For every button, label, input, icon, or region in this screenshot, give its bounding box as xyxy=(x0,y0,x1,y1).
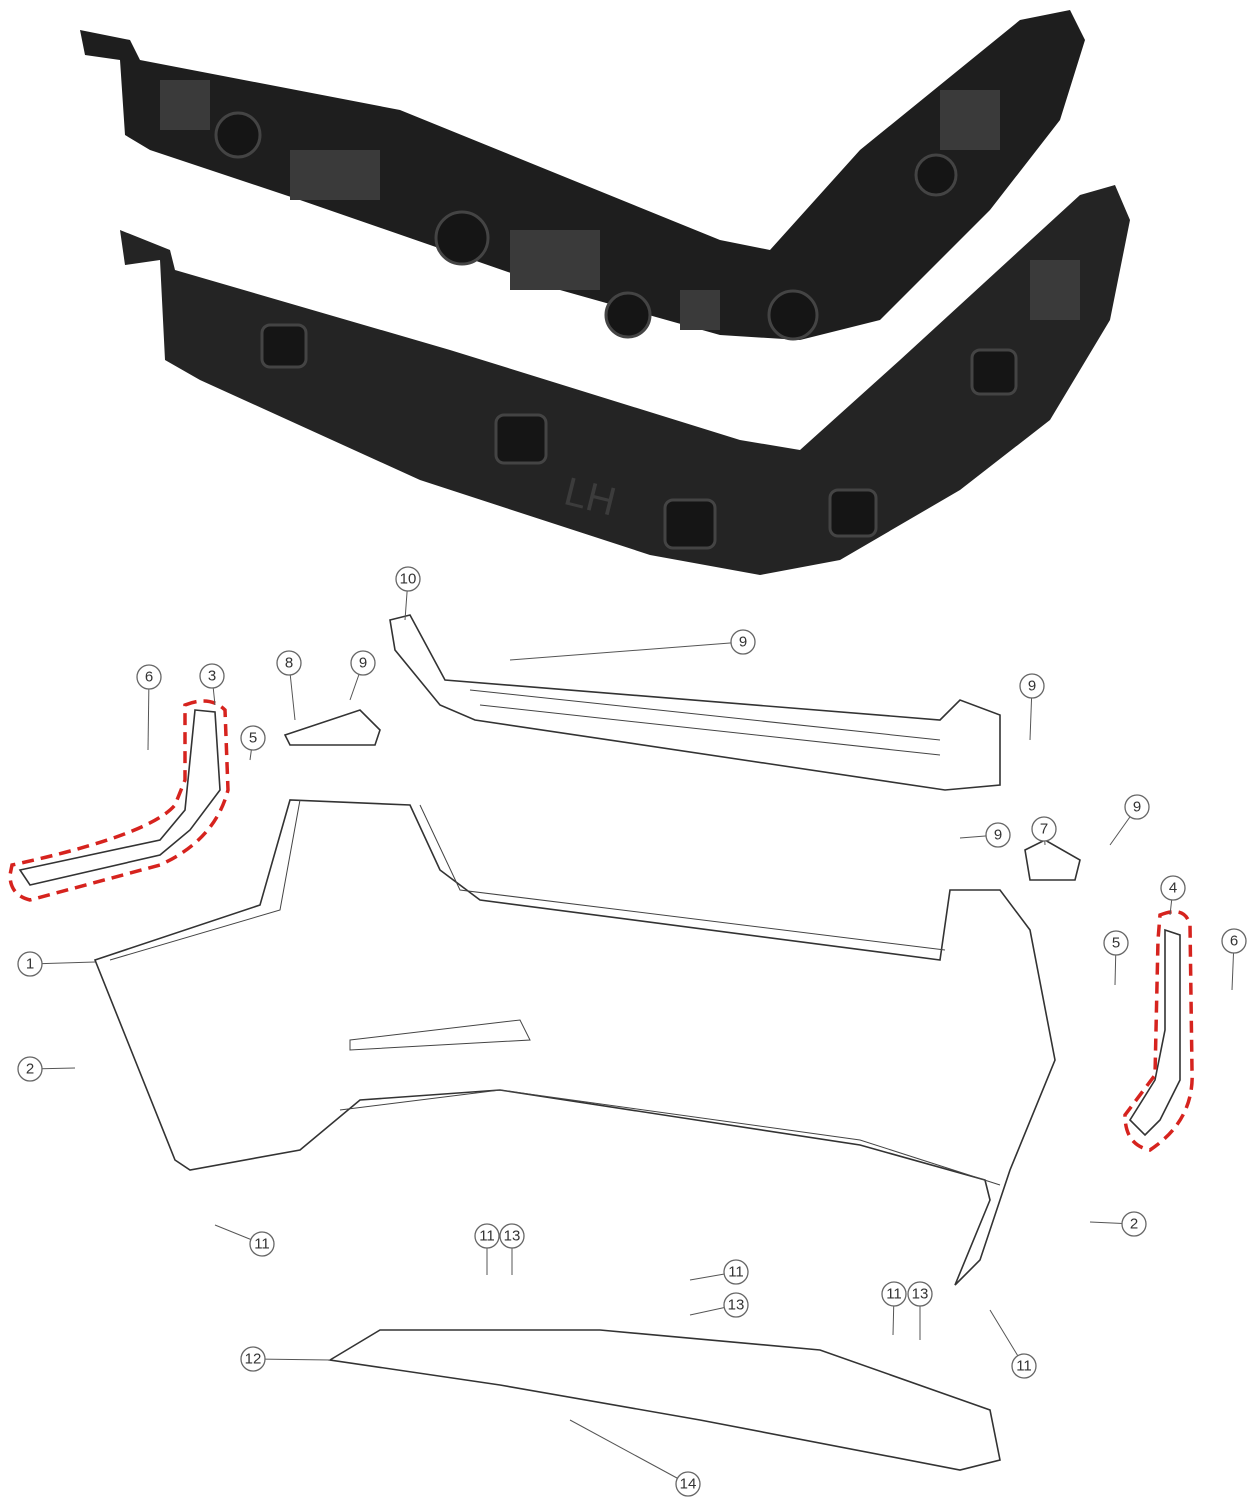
svg-text:2: 2 xyxy=(1130,1216,1138,1233)
leader-line xyxy=(569,1419,689,1485)
callout-3: 3 xyxy=(199,663,225,689)
lower-bracket xyxy=(120,185,1130,575)
rear-bumper-cover xyxy=(93,799,1056,1286)
callout-4: 4 xyxy=(1160,875,1186,901)
svg-text:3: 3 xyxy=(208,668,216,685)
callout-9: 9 xyxy=(730,629,756,655)
svg-text:11: 11 xyxy=(728,1264,744,1281)
svg-text:7: 7 xyxy=(1040,821,1048,838)
callout-11: 11 xyxy=(1011,1353,1037,1379)
svg-text:11: 11 xyxy=(1016,1358,1032,1375)
callout-8: 8 xyxy=(276,650,302,676)
right-side-bracket xyxy=(1024,839,1081,881)
svg-text:14: 14 xyxy=(680,1476,697,1493)
svg-text:9: 9 xyxy=(994,827,1002,844)
svg-text:13: 13 xyxy=(912,1286,929,1303)
left-bracket-part xyxy=(18,709,221,886)
callout-11: 11 xyxy=(881,1281,907,1307)
callout-13: 13 xyxy=(499,1223,525,1249)
svg-text:6: 6 xyxy=(1230,933,1238,950)
callout-14: 14 xyxy=(675,1471,701,1497)
svg-text:1: 1 xyxy=(26,956,34,973)
callout-7: 7 xyxy=(1031,816,1057,842)
clip-holes xyxy=(214,111,1018,550)
svg-text:11: 11 xyxy=(254,1236,270,1253)
callout-5: 5 xyxy=(240,725,266,751)
bracket-photo: LH xyxy=(80,10,1130,575)
callout-6: 6 xyxy=(136,664,162,690)
leader-line xyxy=(252,1358,331,1361)
svg-text:8: 8 xyxy=(285,655,293,672)
svg-text:12: 12 xyxy=(245,1351,262,1368)
svg-text:2: 2 xyxy=(26,1061,34,1078)
svg-text:10: 10 xyxy=(400,571,417,588)
lower-valance xyxy=(327,1329,1001,1471)
svg-text:6: 6 xyxy=(145,669,153,686)
callout-11: 11 xyxy=(723,1259,749,1285)
leader-line xyxy=(509,641,744,661)
callout-2: 2 xyxy=(17,1056,43,1082)
left-bracket-highlight xyxy=(8,699,230,902)
svg-text:13: 13 xyxy=(728,1297,745,1314)
callout-1: 1 xyxy=(17,951,43,977)
svg-text:11: 11 xyxy=(479,1228,495,1245)
svg-text:9: 9 xyxy=(739,634,747,651)
svg-text:5: 5 xyxy=(249,730,257,747)
svg-text:9: 9 xyxy=(1133,799,1141,816)
right-bracket-highlight xyxy=(1123,909,1194,1152)
callout-10: 10 xyxy=(395,566,421,592)
callout-9: 9 xyxy=(350,650,376,676)
svg-text:5: 5 xyxy=(1112,935,1120,952)
callout-2: 2 xyxy=(1121,1211,1147,1237)
callout-5: 5 xyxy=(1103,930,1129,956)
svg-text:13: 13 xyxy=(504,1228,521,1245)
callout-11: 11 xyxy=(249,1231,275,1257)
right-bracket-part xyxy=(1128,928,1181,1137)
callout-9: 9 xyxy=(1019,673,1045,699)
svg-text:4: 4 xyxy=(1169,880,1177,897)
callout-13: 13 xyxy=(907,1281,933,1307)
callout-9: 9 xyxy=(985,822,1011,848)
callout-11: 11 xyxy=(474,1223,500,1249)
svg-text:9: 9 xyxy=(1028,678,1036,695)
callout-6: 6 xyxy=(1221,928,1247,954)
svg-text:9: 9 xyxy=(359,655,367,672)
svg-text:11: 11 xyxy=(886,1286,902,1303)
upper-bracket xyxy=(80,10,1085,340)
reinforcement-bar xyxy=(389,614,1001,791)
callout-13: 13 xyxy=(723,1292,749,1318)
center-bracket xyxy=(283,709,381,746)
bracket-ribs xyxy=(160,80,1080,330)
callout-12: 12 xyxy=(240,1346,266,1372)
callout-9: 9 xyxy=(1124,794,1150,820)
